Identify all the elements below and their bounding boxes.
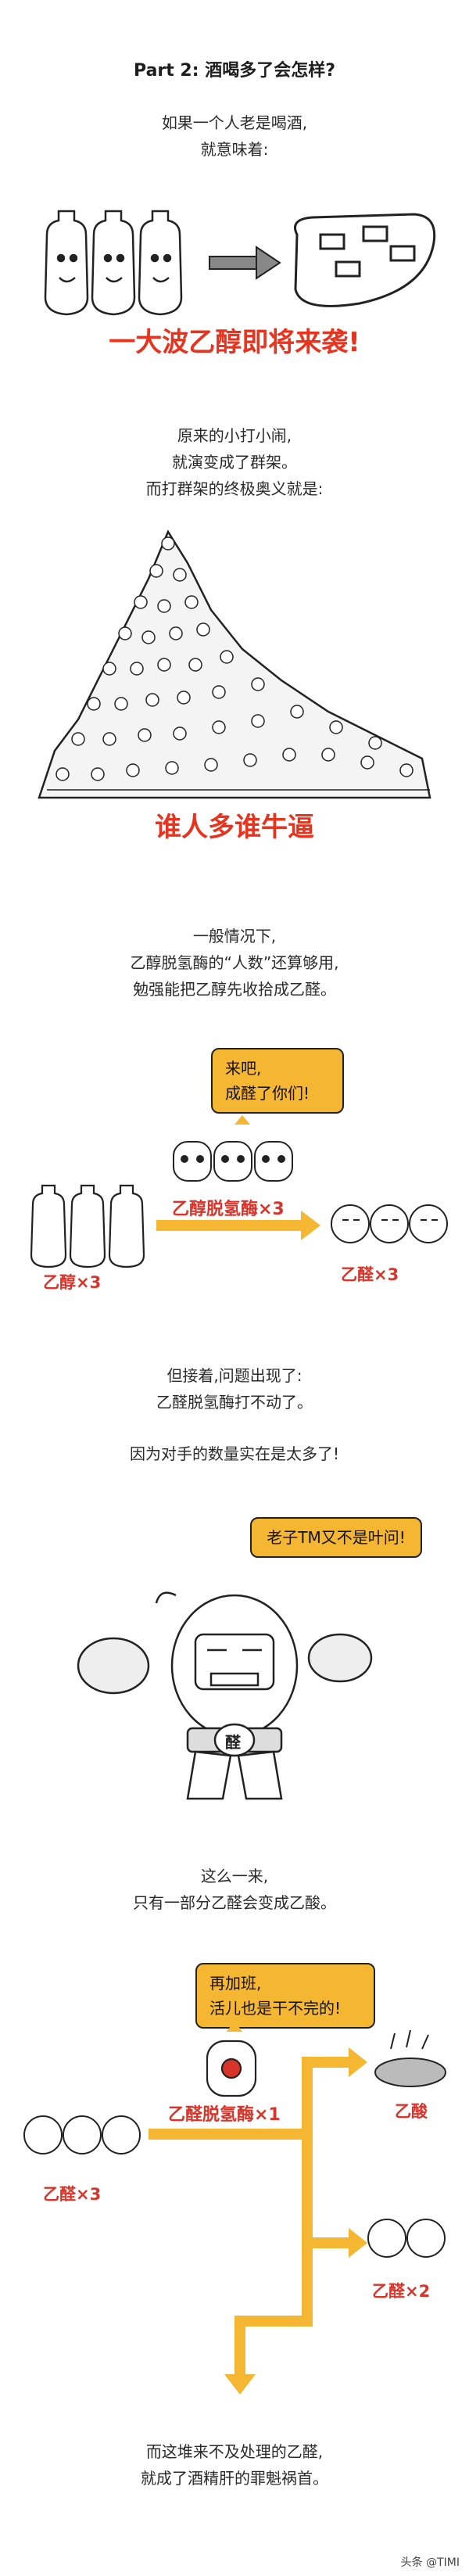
ending-line-1: 而这堆来不及处理的乙醛,	[145, 2442, 324, 2461]
arrow-right-icon-1	[156, 1211, 320, 1240]
acetaldehyde-label-1: 乙醛×3	[341, 1265, 399, 1284]
problem-text: 但接着,问题出现了: 乙醛脱氢酶打不动了。	[0, 1362, 469, 1415]
defeated-acetic-acid-icon	[374, 2029, 446, 2087]
ending-text: 而这堆来不及处理的乙醛, 就成了酒精肝的罪魁祸首。	[0, 2438, 469, 2492]
normal-line-3: 勉强能把乙醇先收拾成乙醛。	[133, 980, 336, 999]
reaction-1-illustration	[30, 1115, 448, 1268]
fight-line-1: 原来的小打小闹,	[177, 426, 292, 445]
enzyme-label-2: 乙醛脱氢酶×1	[168, 2105, 281, 2125]
intro-text: 如果一个人老是喝酒, 就意味着:	[0, 109, 469, 163]
remaining-acetaldehyde-icon	[367, 2219, 446, 2258]
result-text: 这么一来, 只有一部分乙醛会变成乙酸。	[0, 1863, 469, 1916]
boxer-enzyme-illustration	[77, 1591, 373, 1800]
headline-ethanol-attack: 一大波乙醇即将来袭!	[109, 327, 360, 358]
bubble-1-line-2: 成醛了你们!	[225, 1084, 310, 1103]
fight-line-2: 就演变成了群架。	[172, 453, 297, 472]
speech-bubble-enzyme-1: 来吧, 成醛了你们!	[211, 1048, 344, 1114]
bubble-1-line-1: 来吧,	[225, 1059, 262, 1078]
page-title: Part 2: 酒喝多了会怎样?	[134, 61, 335, 81]
problem-line-2: 乙醛脱氢酶打不动了。	[156, 1393, 313, 1412]
ethanol-label: 乙醇×3	[43, 1273, 102, 1292]
fight-text: 原来的小打小闹, 就演变成了群架。 而打群架的终极奥义就是:	[0, 422, 469, 502]
bubble-3-line-2: 活儿也是干不完的!	[209, 1999, 342, 2018]
crowd-illustration	[38, 529, 431, 799]
watermark: 头条 @TIMI	[400, 2556, 460, 2569]
remaining-acetaldehyde-label: 乙醛×2	[372, 2282, 431, 2301]
enzyme-group-icon	[173, 1141, 293, 1182]
branch-arrows-icon	[149, 2047, 367, 2395]
bubble-3-line-1: 再加班,	[209, 1974, 262, 1993]
normal-line-2: 乙醇脱氢酶的“人数”还算够用,	[130, 953, 339, 972]
acetaldehyde-figures-icon	[331, 1204, 448, 1243]
belt-character: 醛	[225, 1733, 241, 1752]
enzyme-label-1: 乙醇脱氢酶×3	[172, 1200, 285, 1219]
acetaldehyde-label-2: 乙醛×3	[43, 2185, 102, 2204]
normal-text: 一般情况下, 乙醇脱氢酶的“人数”还算够用, 勉强能把乙醇先收拾成乙醛。	[0, 923, 469, 1003]
intro-line-1: 如果一个人老是喝酒,	[161, 113, 308, 132]
intro-line-2: 就意味着:	[200, 140, 269, 159]
liver-buildings-icon	[294, 213, 436, 307]
angry-enzyme-icon	[206, 2040, 257, 2097]
result-line-2: 只有一部分乙醛会变成乙酸。	[133, 1893, 336, 1912]
speech-bubble-ye-wen: 老子TM又不是叶问!	[250, 1517, 422, 1558]
reaction-2-illustration	[23, 2021, 446, 2395]
normal-line-1: 一般情况下,	[192, 927, 277, 945]
fight-line-3: 而打群架的终极奥义就是:	[145, 479, 324, 498]
ethanol-bottles-icon	[30, 1184, 145, 1268]
problem-line-1: 但接着,问题出现了:	[166, 1366, 303, 1385]
bottles-to-liver-illustration	[44, 210, 436, 316]
acetic-acid-label: 乙酸	[395, 2102, 428, 2121]
arrow-right-icon	[209, 246, 281, 280]
ending-line-2: 就成了酒精肝的罪魁祸首。	[141, 2469, 328, 2488]
problem-line-3: 因为对手的数量实在是太多了!	[129, 1444, 340, 1463]
headline-numbers-win: 谁人多谁牛逼	[155, 812, 314, 843]
bottle-group-icon	[44, 210, 183, 316]
acetaldehyde-group-icon	[23, 2115, 141, 2154]
result-line-1: 这么一来,	[200, 1867, 269, 1885]
speech-bubble-overtime: 再加班, 活儿也是干不完的!	[195, 1963, 375, 2029]
